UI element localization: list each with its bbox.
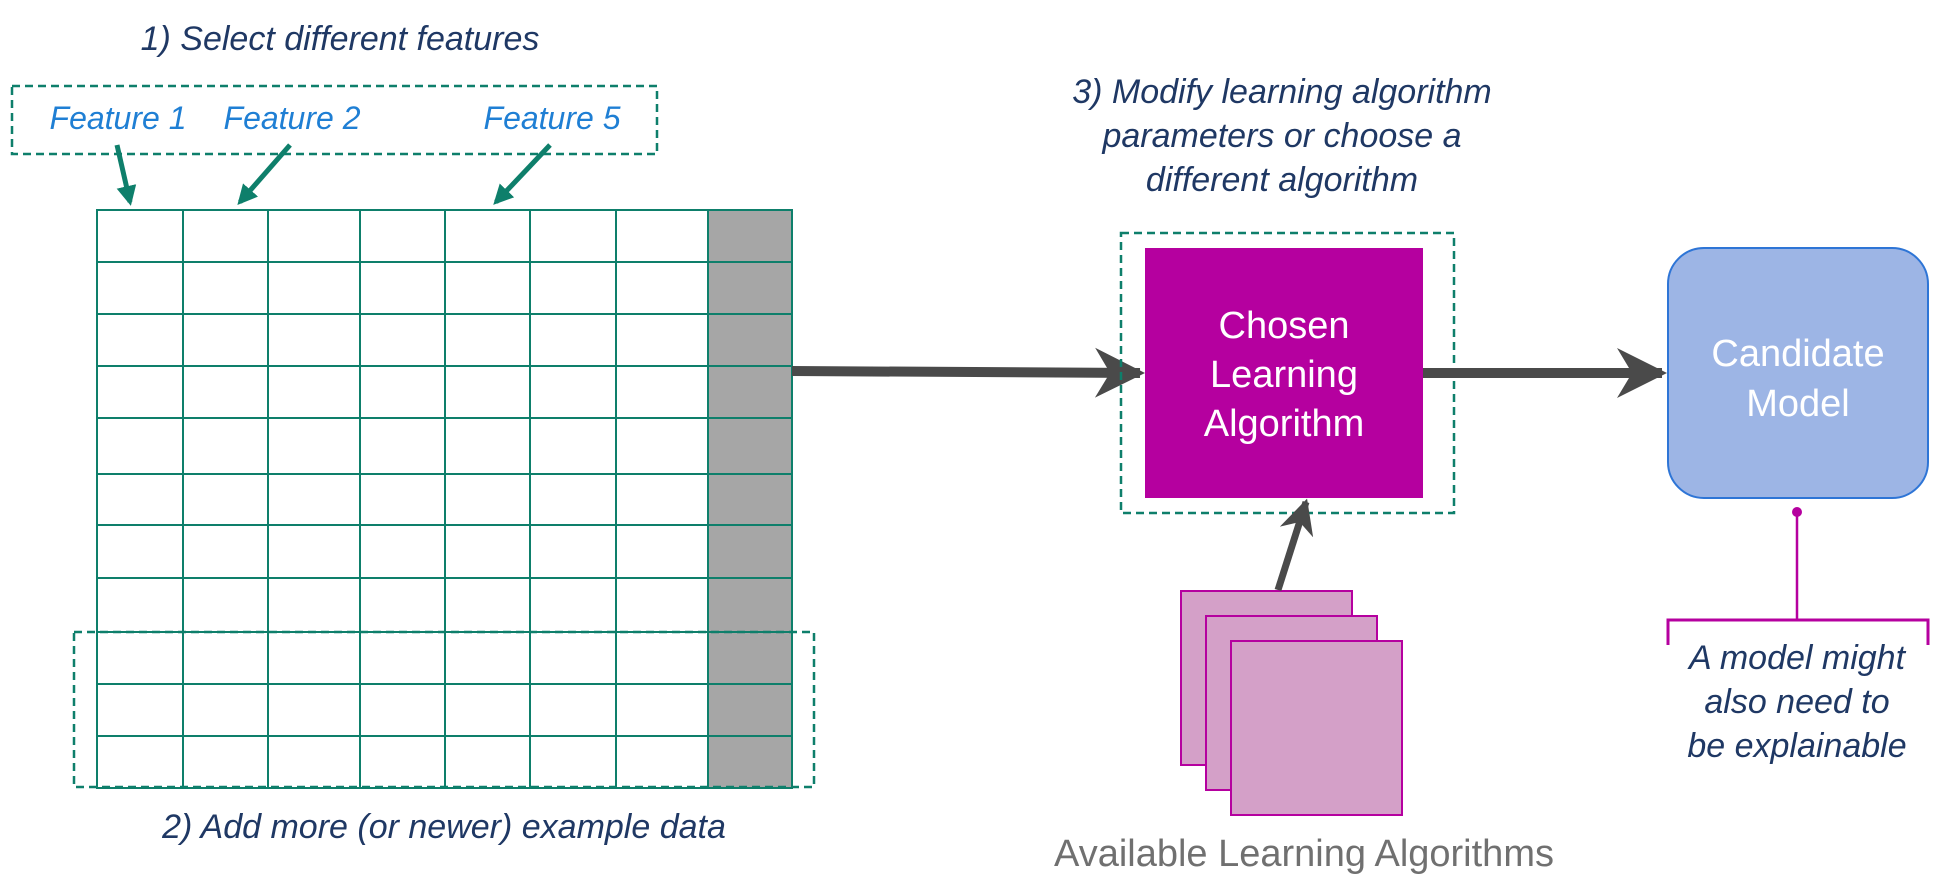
feature-5-label: Feature 5 — [484, 100, 621, 136]
step1-label: 1) Select different features — [141, 20, 540, 58]
step3-label-line1: 3) Modify learning algorithm — [1072, 73, 1492, 111]
available-algorithms-label: Available Learning Algorithms — [1054, 833, 1554, 875]
stack-to-algorithm-arrow — [1274, 498, 1314, 592]
chosen-algorithm-line1: Chosen — [1219, 305, 1350, 347]
candidate-model-line2: Model — [1746, 383, 1850, 425]
data-table — [96, 209, 793, 789]
step2-label: 2) Add more (or newer) example data — [161, 808, 726, 846]
algorithm-card-front — [1230, 640, 1403, 816]
candidate-model-line1: Candidate — [1711, 333, 1884, 375]
feature-1-label: Feature 1 — [50, 100, 187, 136]
step3-label-line3: different algorithm — [1146, 161, 1418, 199]
chosen-algorithm-box — [1145, 248, 1423, 498]
feature-2-label: Feature 2 — [224, 100, 361, 136]
callout-bracket — [1666, 618, 1930, 645]
new-data-box — [72, 630, 816, 789]
feature-selection-box — [10, 84, 659, 156]
note-line2: also need to — [1704, 683, 1889, 721]
note-line1: A model might — [1687, 639, 1907, 677]
feature-2-arrow — [237, 143, 292, 206]
note-line3: be explainable — [1687, 727, 1906, 765]
data-to-algorithm-arrow — [791, 347, 1145, 398]
candidate-model-box — [1667, 247, 1929, 499]
feature-5-arrow — [493, 143, 552, 205]
chosen-algorithm-line2: Learning — [1210, 354, 1358, 396]
chosen-algorithm-line3: Algorithm — [1204, 403, 1365, 445]
step3-label-line2: parameters or choose a — [1101, 117, 1461, 155]
feature-1-arrow — [114, 144, 137, 206]
available-algorithms-stack — [1180, 590, 1403, 816]
label-column — [708, 210, 792, 788]
